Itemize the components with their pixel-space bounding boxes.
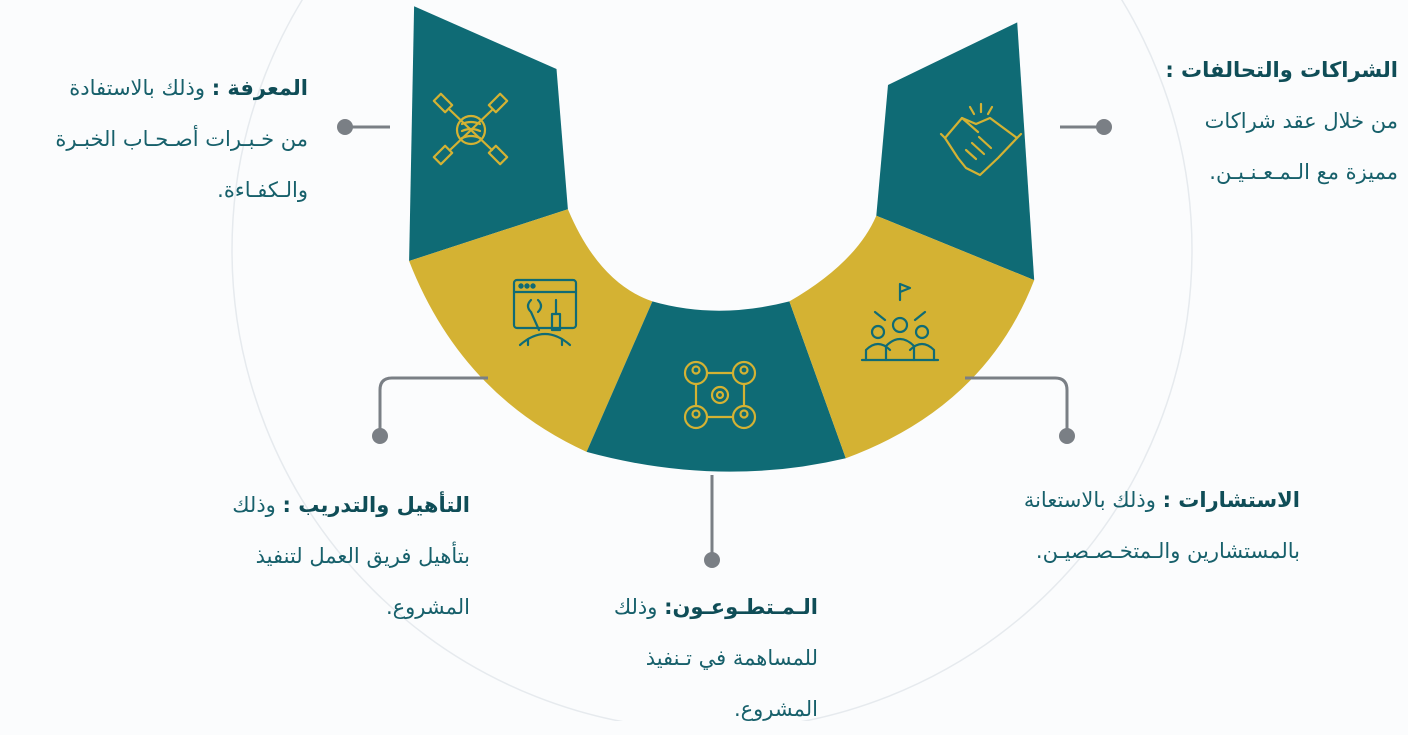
consultations-lead: وذلك بالاستعانة [1023,488,1156,512]
segment-knowledge [409,6,568,261]
training-lead: وذلك [232,493,276,517]
segment-consultations [789,215,1035,459]
segment-partnerships [876,22,1035,281]
hands-together-icon [432,92,509,166]
volunteers-lead: وذلك [613,595,658,619]
connector-consultations [965,376,1075,444]
partnerships-heading: الشراكات والتحالفات : [1165,58,1398,82]
segment-training [409,209,653,452]
knowledge-heading: المعرفة : [211,76,308,100]
item-partnerships: الشراكات والتحالفات : من خلال عقد شراكات… [1158,45,1398,198]
knowledge-line2: والـكفـاءة. [217,178,308,202]
segment-volunteers [586,301,846,472]
consultations-line1: بالمستشارين والـمتخـصـصيـن. [1035,539,1300,563]
volunteers-heading: الـمـتطـوعـون: [664,595,818,619]
item-training: التأهيل والتدريب : وذلك بتأهيل فريق العم… [190,480,470,633]
volunteers-line1: للمساهمة في تـنفيذ [645,646,818,670]
training-line1: بتأهيل فريق العمل لتنفيذ [255,544,470,568]
network-people-gear-icon [683,360,757,430]
tools-window-icon [512,278,578,347]
connector-partnerships [1060,119,1112,135]
consultations-heading: الاستشارات : [1162,488,1300,512]
partnerships-line2: مميزة مع الـمـعـنـيـن. [1209,160,1398,184]
knowledge-line1: من خـبـرات أصـحـاب الخبـرة [55,127,308,151]
handshake-icon [939,102,1023,177]
item-knowledge: المعرفة : وذلك بالاستفادة من خـبـرات أصـ… [8,63,308,216]
connector-knowledge [337,119,390,135]
item-volunteers: الـمـتطـوعـون: وذلك للمساهمة في تـنفيذ ا… [578,582,818,735]
team-meeting-icon [860,282,940,362]
training-line2: المشروع. [385,595,470,619]
item-consultations: الاستشارات : وذلك بالاستعانة بالمستشارين… [970,475,1300,577]
knowledge-lead: وذلك بالاستفادة [69,76,206,100]
background-ring [231,0,1193,721]
connector-volunteers [704,475,720,568]
training-heading: التأهيل والتدريب : [282,493,470,517]
volunteers-line2: المشروع. [733,697,818,721]
partnerships-line1: من خلال عقد شراكات [1204,109,1398,133]
connector-training [372,376,488,444]
